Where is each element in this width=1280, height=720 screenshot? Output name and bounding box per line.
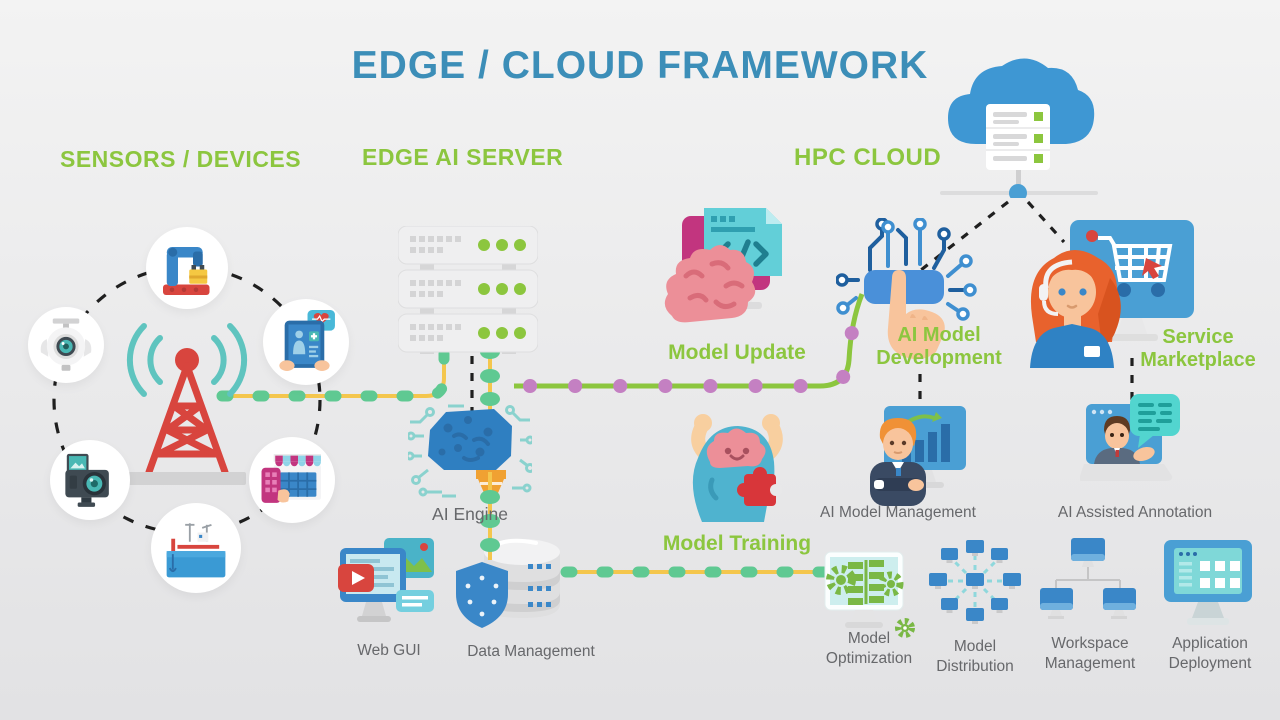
annotation-laptop-icon (1078, 394, 1186, 507)
cargo-ship-icon (166, 523, 226, 578)
heading-sensors-devices: SENSORS / DEVICES (60, 146, 302, 172)
monitor-tree-icon (1040, 538, 1136, 635)
network-monitors-icon (929, 540, 1021, 635)
ai-model-management-label: AI Model Management (820, 504, 976, 521)
sensor-medical-tablet (263, 299, 349, 385)
strong-brain-icon (676, 410, 798, 529)
mini-monitors (929, 540, 1021, 624)
chart-monitor-icon (858, 406, 970, 511)
medical-tablet-icon (279, 310, 335, 371)
workspace-management-label: Workspace Management (1044, 635, 1136, 673)
server-rack-icon (397, 225, 539, 359)
ai-model-development-label: AI Model Development (876, 324, 1002, 369)
store-icon (261, 454, 321, 503)
cart-monitor-icon (1026, 216, 1198, 373)
sensor-dslr (50, 440, 130, 520)
app-grid-monitor-icon (1162, 538, 1254, 633)
page-title: EDGE / CLOUD FRAMEWORK (351, 44, 929, 87)
model-optimization-label: Model Optimization (825, 630, 913, 668)
application-deployment-label: Application Deployment (1168, 635, 1252, 673)
model-distribution-label: Model Distribution (936, 638, 1014, 676)
sensor-robot-arm (146, 227, 228, 309)
data-management-label: Data Management (467, 643, 595, 660)
ai-assisted-annotation-label: AI Assisted Annotation (1057, 504, 1213, 521)
radio-tower-icon (112, 322, 262, 495)
model-update-label: Model Update (668, 341, 806, 364)
service-marketplace-label: Service Marketplace (1140, 326, 1256, 371)
dslr-camera-icon (65, 453, 109, 507)
heading-hpc-cloud: HPC CLOUD (794, 144, 942, 171)
cloud-server-icon (938, 46, 1100, 203)
gears-monitor-icon (817, 546, 919, 645)
data-management-icon (452, 534, 564, 639)
ai-engine-label: AI Engine (432, 504, 508, 524)
sensor-ship (151, 503, 241, 593)
robot-arm-icon (163, 247, 210, 295)
web-gui-label: Web GUI (357, 642, 421, 659)
sensor-store (249, 437, 335, 523)
sensor-cctv (28, 307, 104, 383)
web-gui-icon (338, 534, 440, 635)
code-brain-icon (660, 206, 796, 351)
model-training-label: Model Training (662, 532, 812, 555)
cctv-camera-icon (40, 318, 92, 371)
heading-edge-ai-server: EDGE AI SERVER (362, 144, 564, 170)
brain-chip-icon (405, 400, 535, 509)
